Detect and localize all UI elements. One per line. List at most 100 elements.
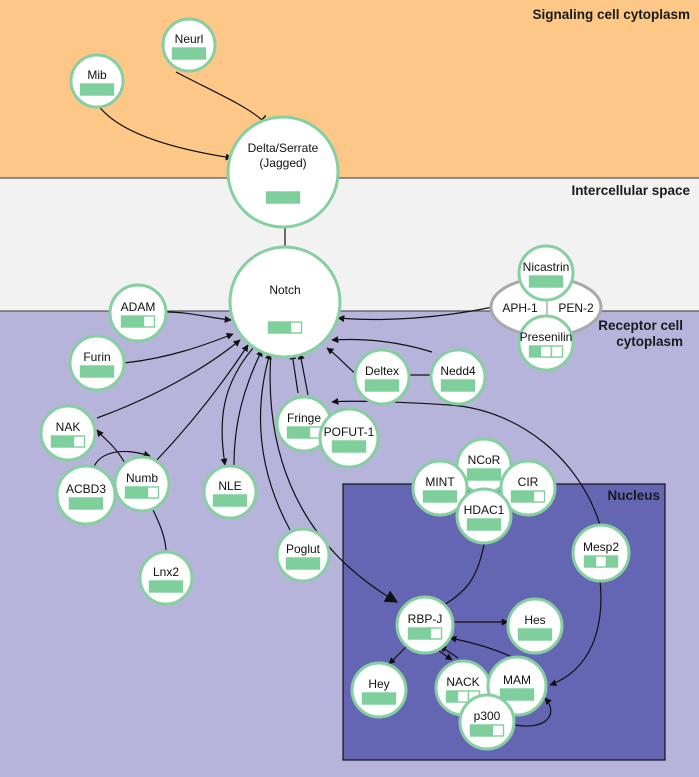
indicator-box-empty	[550, 345, 564, 358]
node-presenilin: Presenilin	[517, 314, 575, 372]
indicator-box-filled	[90, 83, 104, 96]
indicator-box-filled	[131, 315, 145, 328]
node-label: Presenilin	[520, 330, 573, 344]
indicator-box-filled	[550, 275, 564, 288]
node-label: Deltex	[365, 364, 399, 378]
indicator-box-filled	[171, 47, 185, 60]
node-label: Hes	[524, 613, 545, 627]
indicator-box-filled	[466, 468, 480, 481]
node-acbd3: ACBD3	[55, 464, 117, 526]
indicator-box-filled	[234, 494, 248, 507]
node-label: Neurl	[175, 32, 204, 46]
indicator-box-filled	[285, 557, 299, 570]
indicator-box-filled	[170, 580, 184, 593]
indicator-box-filled	[353, 440, 367, 453]
edge-poglut-notch	[259, 352, 291, 531]
indicator-box-filled	[386, 379, 400, 392]
indicator-box-filled	[364, 379, 378, 392]
indicator-box-filled	[212, 494, 226, 507]
node-label: Nedd4	[440, 364, 476, 378]
indicator-box-filled	[528, 275, 542, 288]
edge-mesp2-mam	[549, 579, 602, 687]
indicator-box-filled	[307, 557, 321, 570]
node-pofut1: POFUT-1	[318, 407, 380, 469]
edge-lnx2-numb	[146, 504, 167, 551]
indicator-box-filled	[361, 692, 375, 705]
indicator-box-filled	[488, 518, 502, 531]
node-rbpj: RBP-J	[395, 595, 455, 655]
node-poglut: Poglut	[275, 527, 331, 583]
indicator-box-filled	[539, 275, 553, 288]
indicator-box-filled	[528, 345, 542, 358]
node-label: HDAC1	[464, 503, 505, 517]
node-hey: Hey	[350, 661, 408, 719]
node-nle: NLE	[202, 464, 258, 520]
edge-furin-notch	[123, 333, 234, 364]
indicator-box-filled	[101, 83, 115, 96]
edge-adam-notch	[165, 311, 232, 323]
node-notch: Notch	[228, 245, 342, 359]
edge-hdac1-rbpj	[438, 539, 486, 612]
node-label: NLE	[218, 479, 241, 493]
indicator-box-empty	[491, 724, 505, 737]
node-hes: Hes	[506, 597, 564, 655]
node-label: NCoR	[468, 453, 501, 467]
indicator-box-filled	[539, 628, 553, 641]
edge-nedd4-notch	[331, 336, 433, 353]
indicator-box-empty	[142, 315, 156, 328]
indicator-box-filled	[68, 497, 82, 510]
signaling-label: Signaling cell cytoplasm	[532, 7, 690, 22]
indicator-box-filled	[135, 486, 149, 499]
indicator-box-filled	[159, 580, 173, 593]
edge-pofut1-notch	[297, 352, 309, 396]
indicator-box-filled	[528, 628, 542, 641]
indicator-box-filled	[433, 490, 447, 503]
node-label: Notch	[269, 283, 300, 297]
node-neurl: Neurl	[161, 17, 217, 73]
indicator-box-filled	[477, 468, 491, 481]
node-nak: NAK	[39, 404, 97, 462]
indicator-box-filled	[422, 490, 436, 503]
indicator-box-filled	[79, 365, 93, 378]
node-mint: MINT	[411, 459, 469, 517]
node-mib: Mib	[69, 53, 125, 109]
node-p300: p300	[458, 693, 516, 751]
node-nicastrin: Nicastrin	[517, 244, 575, 302]
indicator-box-filled	[466, 518, 480, 531]
indicator-box-filled	[488, 468, 502, 481]
indicator-box-filled	[605, 555, 619, 568]
edge-mib-delta	[97, 104, 233, 161]
node-label: Hey	[368, 677, 389, 691]
receptor-label-line2: cytoplasm	[616, 334, 683, 349]
indicator-box-filled	[372, 692, 386, 705]
edge-numb-nak	[96, 429, 127, 466]
edge-fringe-notch	[289, 352, 299, 394]
indicator-box-filled	[418, 627, 432, 640]
indicator-box-empty	[429, 627, 443, 640]
indicator-box-filled	[462, 379, 476, 392]
node-deltex: Deltex	[353, 348, 411, 406]
indicator-box-filled	[286, 426, 300, 439]
node-label: CIR	[518, 475, 539, 489]
node-label: Lnx2	[153, 565, 179, 579]
node-ncor: NCoR	[455, 437, 513, 495]
edge-nak-notch	[96, 339, 241, 419]
indicator-box-filled	[79, 497, 93, 510]
node-label: MAM	[503, 673, 531, 687]
indicator-box-filled	[445, 690, 459, 703]
nucleus-label: Nucleus	[607, 488, 660, 503]
indicator-box-filled	[90, 497, 104, 510]
indicator-box-filled	[276, 191, 290, 204]
indicator-box-filled	[296, 557, 310, 570]
node-label: NACK	[446, 675, 479, 689]
node-mesp2: Mesp2	[571, 523, 631, 583]
indicator-box-filled	[480, 724, 494, 737]
edge-neurl-delta	[175, 71, 267, 125]
aph1-label: APH-1	[502, 301, 538, 315]
node-label: NAK	[56, 420, 81, 434]
indicator-box-filled	[342, 440, 356, 453]
indicator-box-filled	[148, 580, 162, 593]
indicator-box-empty	[289, 321, 303, 334]
edge-numb-notch	[154, 344, 249, 463]
